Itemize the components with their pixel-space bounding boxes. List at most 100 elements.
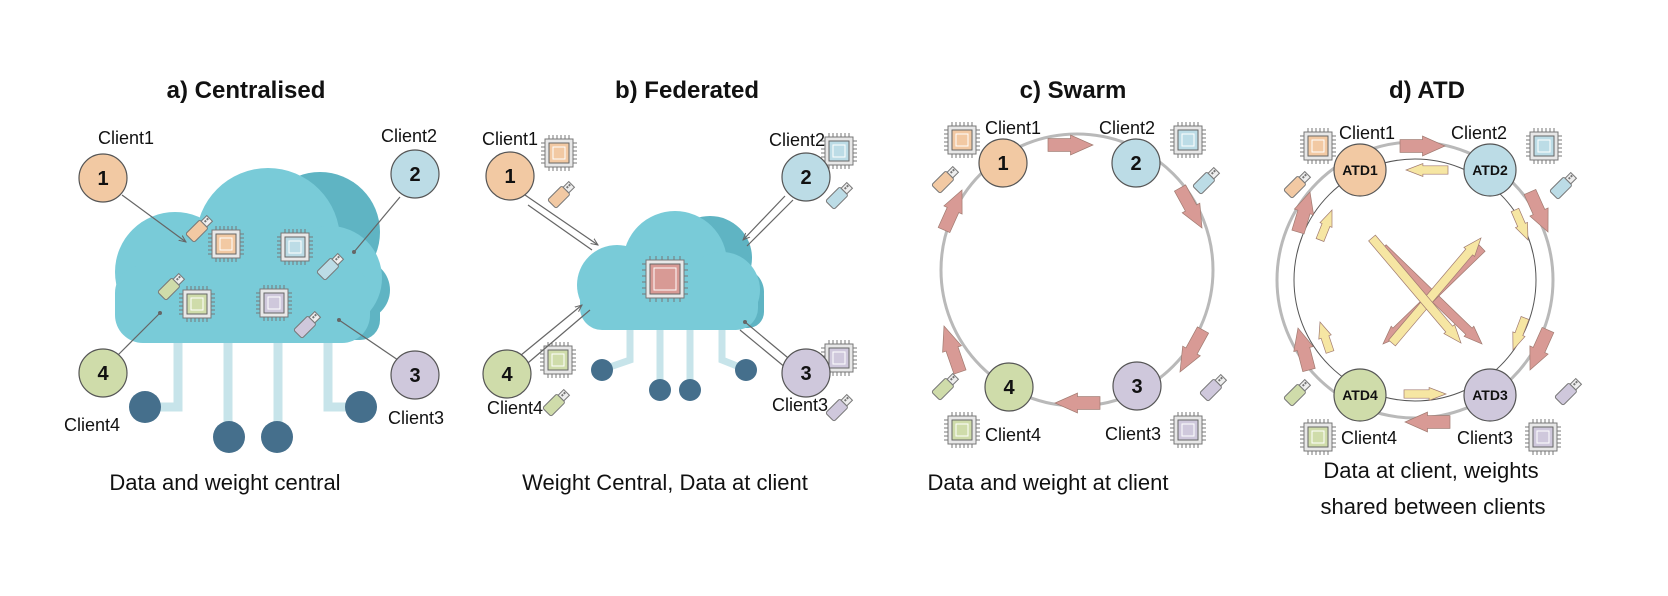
cross-arrow [1368,234,1462,344]
usb-drive-icon [1192,166,1221,195]
usb-drive-icon [931,165,960,194]
svg-text:3: 3 [409,365,420,387]
ring-arrow [1523,188,1549,233]
client-label: Client1 [1339,123,1395,143]
svg-text:1: 1 [997,153,1008,175]
panel-caption: Data at client, weights [1323,458,1538,483]
client-node-3: ATD3 [1463,368,1517,422]
usb-drive-icon [931,372,960,401]
usb-drive-icon [1554,377,1583,406]
data-node-dot [649,379,671,401]
panel-caption: Weight Central, Data at client [522,470,808,495]
client-connectors [514,194,794,369]
ring-arrow [1293,327,1316,373]
atd-inner-ring [1293,158,1537,402]
usb-drive-icon [293,310,322,339]
client-node-3: 3 [390,350,440,400]
svg-text:3: 3 [1131,376,1142,398]
panel-caption: Data and weight central [109,470,340,495]
client-label: Client2 [381,126,437,146]
svg-text:4: 4 [97,363,109,385]
client-label: Client2 [1099,118,1155,138]
panel-centralised: a) Centralised [64,77,444,495]
processor-chip-icon [642,256,688,302]
client-label: Client3 [388,408,444,428]
svg-text:ATD2: ATD2 [1472,162,1508,178]
client-node-4: 4 [482,349,532,399]
processor-chip-icon [256,285,292,321]
client-label: Client4 [1341,428,1397,448]
ring-arrow [1315,209,1333,242]
panel-federated: b) Federated [482,77,857,495]
processor-chip-icon [541,135,577,171]
panel-caption: Data and weight at client [928,470,1169,495]
client-label: Client1 [98,128,154,148]
svg-text:4: 4 [1003,377,1015,399]
client-label: Client3 [1105,424,1161,444]
ring-arrows [937,134,1210,414]
usb-drive-icon [1549,171,1578,200]
client-label: Client4 [985,425,1041,445]
ring-arrow [1404,411,1451,433]
usb-drive-icon [185,214,214,243]
usb-drive-icon [1283,170,1312,199]
client-label: Client3 [772,395,828,415]
usb-drive-icon [1283,378,1312,407]
svg-text:4: 4 [501,364,513,386]
panel-caption: shared between clients [1320,494,1545,519]
svg-text:2: 2 [409,164,420,186]
usb-drive-icon [1199,373,1228,402]
client-node-3: 3 [781,348,831,398]
client-node-4: ATD4 [1333,368,1387,422]
cloud-pipes [150,335,356,432]
panel-title: a) Centralised [167,77,326,104]
data-node-dot [679,379,701,401]
processor-chip-icon [277,229,313,265]
processor-chip-icon [208,226,244,262]
svg-text:2: 2 [800,167,811,189]
processor-chip-icon [944,412,980,448]
svg-text:ATD4: ATD4 [1342,387,1378,403]
client-label: Client2 [1451,123,1507,143]
svg-text:1: 1 [97,168,108,190]
processor-chip-icon [821,133,857,169]
ring-arrow [1291,191,1315,235]
panel-atd: d) ATD ATD1 Client1 ATD2 Client2 ATD3 Cl… [1275,77,1583,519]
client-node-2: 2 [1111,138,1161,188]
svg-text:ATD1: ATD1 [1342,162,1378,178]
svg-text:3: 3 [800,363,811,385]
usb-drive-icon [542,388,571,417]
processor-chip-icon [540,342,576,378]
svg-text:1: 1 [504,166,515,188]
client-node-2: 2 [781,152,831,202]
ring-arrow [1399,135,1446,157]
cloud [577,211,764,330]
client-node-1: 1 [78,153,128,203]
usb-drive-icon [547,180,576,209]
client-label: Client1 [482,129,538,149]
cross-arrow [1388,237,1482,347]
client-label: Client4 [487,398,543,418]
ring-arrow [1173,184,1203,229]
processor-chip-icon [1170,122,1206,158]
client-node-2: ATD2 [1463,143,1517,197]
ring-arrow [1512,316,1530,351]
ring-arrow [1047,134,1094,156]
data-node-dot [591,359,613,381]
cross-arrows [1368,234,1486,347]
data-node-dot [345,391,377,423]
processor-chip-icon [1526,128,1562,164]
ring-arrow [1318,321,1335,354]
panel-title: c) Swarm [1020,77,1127,104]
ring-arrow [937,189,963,234]
cloud [115,168,390,343]
data-node-dot [129,391,161,423]
processor-chip-icon [179,286,215,322]
usb-drive-icon [825,181,854,210]
client-node-4: 4 [984,362,1034,412]
client-node-2: 2 [390,149,440,199]
client-label: Client3 [1457,428,1513,448]
ring-arrow [1179,326,1210,373]
panel-title: b) Federated [615,77,759,104]
